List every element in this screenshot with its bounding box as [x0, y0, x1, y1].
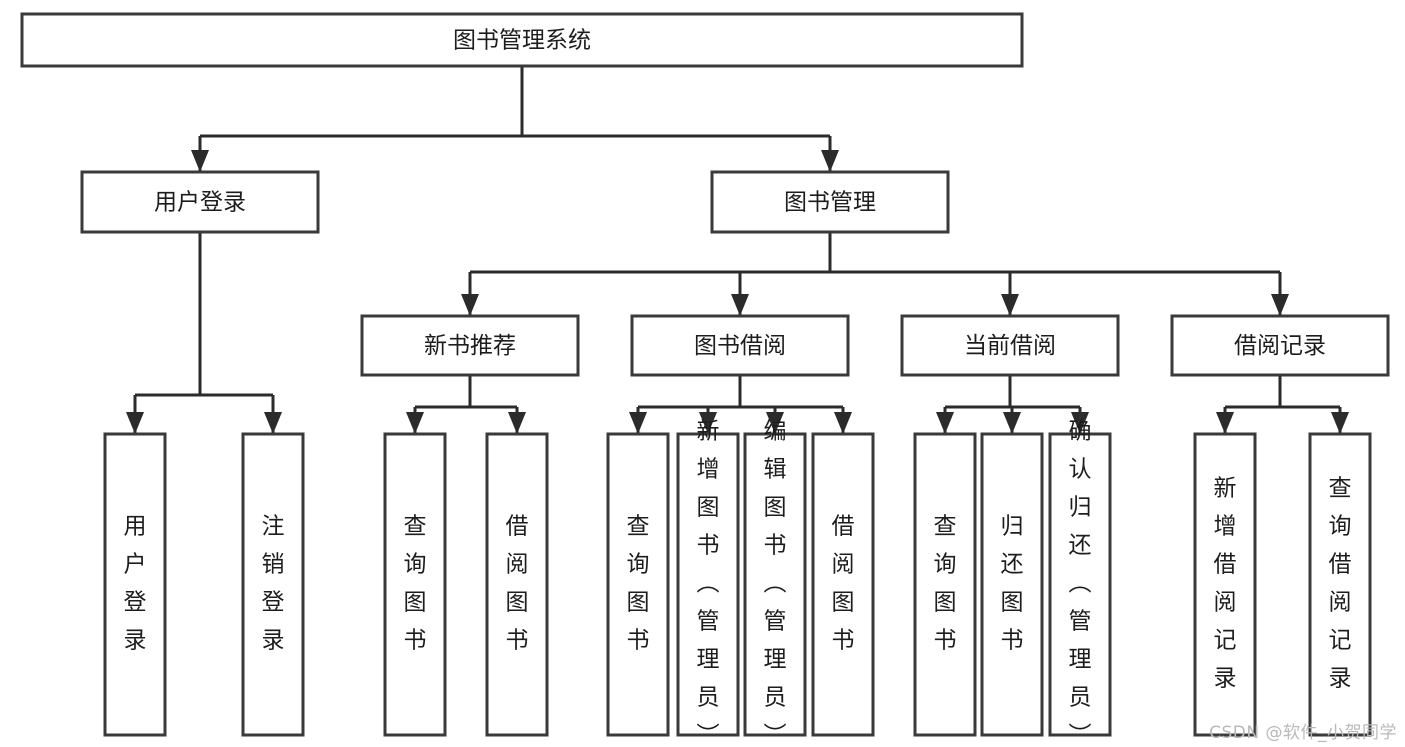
- node-leaf-borrow-book-rec[interactable]: 借阅图书: [485, 432, 549, 737]
- node-label: 借阅记录: [1234, 333, 1326, 359]
- node-new-book-recommend[interactable]: 新书推荐: [360, 314, 580, 377]
- node-leaf-query-book-current[interactable]: 查询图书: [913, 432, 977, 737]
- arrow-head-icon: [936, 412, 954, 434]
- node-label: 图书管理: [784, 190, 876, 216]
- node-label: 新增图书︵管理员︶: [697, 419, 720, 747]
- node-label: 当前借阅: [964, 333, 1056, 359]
- node-leaf-logout-login[interactable]: 注销登录: [241, 432, 305, 737]
- node-label: 查询图书: [934, 514, 957, 654]
- node-book-management[interactable]: 图书管理: [710, 170, 950, 234]
- connector-record-to-leaves: [1216, 375, 1349, 434]
- node-label: 图书管理系统: [453, 28, 591, 54]
- connector-borrow-to-leaves: [629, 375, 852, 434]
- node-layer: 图书管理系统用户登录图书管理新书推荐图书借阅当前借阅借阅记录用户登录注销登录查询…: [20, 12, 1390, 747]
- arrow-head-icon: [461, 294, 479, 316]
- arrow-head-icon: [629, 412, 647, 434]
- arrow-head-icon: [766, 412, 784, 434]
- connector-management-to-level3: [461, 232, 1289, 316]
- connector-current-to-leaves: [936, 375, 1089, 434]
- node-label: 编辑图书︵管理员︶: [764, 419, 787, 747]
- node-label: 新书推荐: [424, 333, 516, 359]
- node-leaf-confirm-return-admin[interactable]: 确认归还︵管理员︶: [1048, 419, 1112, 747]
- arrow-head-icon: [508, 412, 526, 434]
- node-leaf-return-book[interactable]: 归还图书: [980, 432, 1044, 737]
- node-label: 归还图书: [1001, 514, 1024, 654]
- node-leaf-query-book-rec[interactable]: 查询图书: [383, 432, 447, 737]
- arrow-head-icon: [1271, 294, 1289, 316]
- csdn-watermark: CSDN @软件_小贺同学: [1209, 723, 1397, 743]
- node-label: 查询图书: [627, 514, 650, 654]
- node-leaf-query-book-borrow[interactable]: 查询图书: [606, 432, 670, 737]
- node-label: 查询借阅记录: [1329, 476, 1352, 692]
- arrow-head-icon: [1216, 412, 1234, 434]
- node-label: 查询图书: [404, 514, 427, 654]
- node-leaf-user-login[interactable]: 用户登录: [103, 432, 167, 737]
- node-leaf-edit-book-admin[interactable]: 编辑图书︵管理员︶: [743, 419, 807, 747]
- node-leaf-query-borrow-record[interactable]: 查询借阅记录: [1308, 432, 1372, 737]
- node-label: 图书借阅: [694, 333, 786, 359]
- node-label: 确认归还︵管理员︶: [1069, 419, 1092, 747]
- connector-login-to-leaves: [126, 232, 282, 434]
- node-label: 用户登录: [124, 514, 147, 654]
- node-label: 新增借阅记录: [1214, 476, 1237, 692]
- node-leaf-add-book-admin[interactable]: 新增图书︵管理员︶: [676, 419, 740, 747]
- arrow-head-icon: [731, 294, 749, 316]
- arrow-head-icon: [406, 412, 424, 434]
- connector-recommend-to-leaves: [406, 375, 526, 434]
- node-user-login[interactable]: 用户登录: [80, 170, 320, 234]
- node-label: 借阅图书: [832, 514, 855, 654]
- arrow-head-icon: [1331, 412, 1349, 434]
- node-label: 注销登录: [262, 514, 285, 654]
- connector-root-to-level2: [191, 66, 839, 172]
- arrow-head-icon: [821, 150, 839, 172]
- arrow-head-icon: [1071, 412, 1089, 434]
- arrow-head-icon: [191, 150, 209, 172]
- node-label: 借阅图书: [506, 514, 529, 654]
- arrow-head-icon: [126, 412, 144, 434]
- arrow-head-icon: [1003, 412, 1021, 434]
- arrow-head-icon: [699, 412, 717, 434]
- node-title[interactable]: 图书管理系统: [20, 12, 1024, 68]
- connector-layer: [126, 66, 1349, 434]
- arrow-head-icon: [834, 412, 852, 434]
- node-leaf-borrow-book[interactable]: 借阅图书: [811, 432, 875, 737]
- node-current-borrow[interactable]: 当前借阅: [900, 314, 1120, 377]
- node-leaf-add-borrow-record[interactable]: 新增借阅记录: [1193, 432, 1257, 737]
- node-label: 用户登录: [154, 190, 246, 216]
- node-book-borrow[interactable]: 图书借阅: [630, 314, 850, 377]
- arrow-head-icon: [1001, 294, 1019, 316]
- arrow-head-icon: [264, 412, 282, 434]
- node-borrow-record[interactable]: 借阅记录: [1170, 314, 1390, 377]
